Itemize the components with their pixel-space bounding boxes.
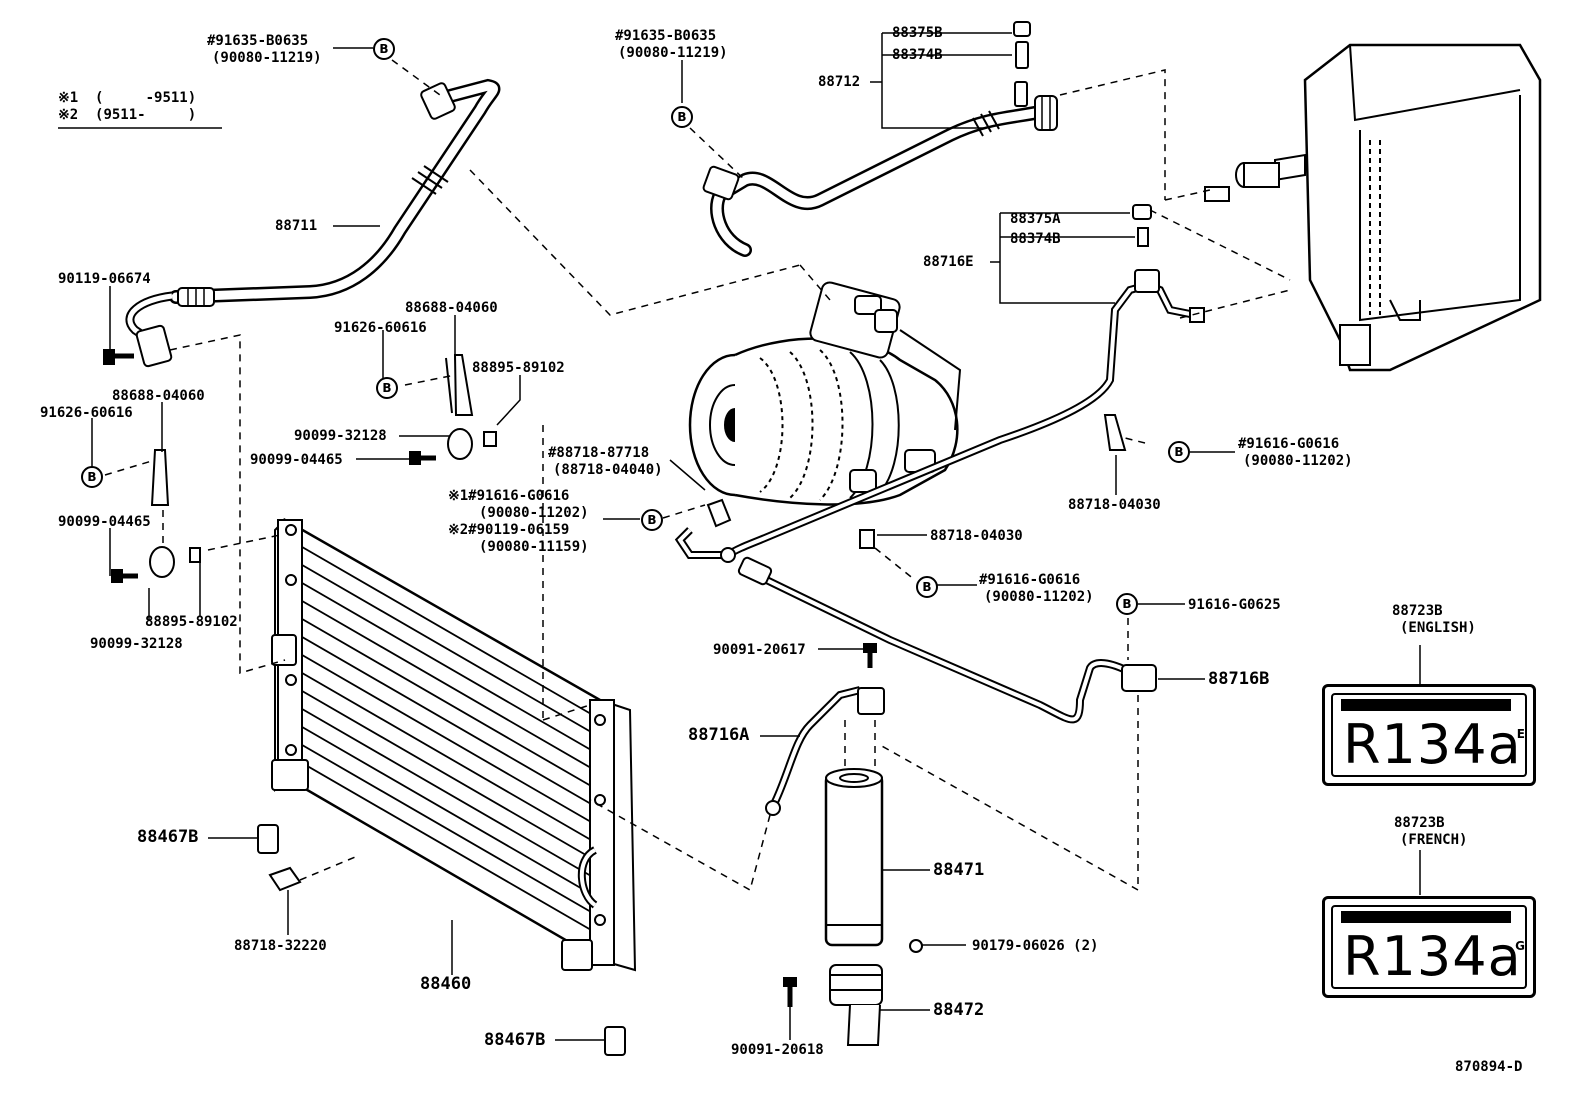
- part-label: 90099-04465: [58, 514, 151, 530]
- part-label: ※1#91616-G0616: [448, 488, 570, 504]
- part-label: 90091-20617: [713, 642, 806, 658]
- pipe-88716A: [765, 686, 885, 816]
- plate-code: R134a: [1343, 713, 1522, 776]
- hose-88711: [103, 78, 501, 368]
- part-label: 88895-89102: [145, 614, 238, 630]
- part-label: 88460: [420, 974, 472, 994]
- part-label: (90080-11219): [212, 50, 322, 66]
- b-marker: B: [1168, 441, 1190, 463]
- pipe-88716E: [674, 204, 1205, 563]
- leader-lines: [91, 32, 1421, 1041]
- part-label: 88467B: [484, 1030, 546, 1050]
- part-label: 91616-G0625: [1188, 597, 1281, 613]
- b-marker: B: [376, 377, 398, 399]
- dashed-lines: [104, 59, 1291, 892]
- part-label: (90080-11159): [479, 539, 589, 555]
- part-label: 88374B: [1010, 231, 1061, 247]
- part-label: 88471: [933, 860, 985, 880]
- label-plate-french: R134a G: [1322, 896, 1536, 998]
- part-label: 88895-89102: [472, 360, 565, 376]
- part-label: #91635-B0635: [207, 33, 309, 49]
- part-label: #91616-G0616: [1238, 436, 1340, 452]
- condenser-88460: [271, 517, 637, 972]
- part-label: 90179-06026 (2): [972, 938, 1099, 954]
- part-label: 91626-60616: [40, 405, 133, 421]
- plate-suffix: E: [1516, 727, 1525, 741]
- part-label: 90099-04465: [250, 452, 343, 468]
- b-marker: B: [671, 106, 693, 128]
- plate-suffix: G: [1515, 939, 1525, 953]
- legend-line-1: ※1 ( -9511): [58, 90, 197, 106]
- part-label: 88688-04060: [405, 300, 498, 316]
- hose-88712: [702, 21, 1058, 257]
- part-label: 88712: [818, 74, 861, 90]
- evaporator-unit: [1204, 43, 1542, 372]
- part-label: (90080-11219): [618, 45, 728, 61]
- b-marker: B: [641, 509, 663, 531]
- part-label: 88718-04030: [930, 528, 1023, 544]
- part-label: 88718-32220: [234, 938, 327, 954]
- part-label: ※2#90119-06159: [448, 522, 570, 538]
- legend-line-2: ※2 (9511- ): [58, 107, 197, 123]
- part-label: (ENGLISH): [1400, 620, 1476, 636]
- part-label: 88375A: [1010, 211, 1061, 227]
- part-label: 90099-32128: [90, 636, 183, 652]
- part-label: 90099-32128: [294, 428, 387, 444]
- part-label: 90091-20618: [731, 1042, 824, 1058]
- b-marker: B: [1116, 593, 1138, 615]
- part-label: (88718-04040): [553, 462, 663, 478]
- small-parts: [111, 354, 1127, 1056]
- part-label: 90119-06674: [58, 271, 151, 287]
- compressor: [688, 281, 962, 506]
- part-label: 88716A: [688, 725, 750, 745]
- part-label: 91626-60616: [334, 320, 427, 336]
- part-label: 88467B: [137, 827, 199, 847]
- part-label: 88374B: [892, 47, 943, 63]
- part-label: #88718-87718: [548, 445, 650, 461]
- part-label: 88472: [933, 1000, 985, 1020]
- part-label: 88716E: [923, 254, 974, 270]
- part-label: 88375B: [892, 25, 943, 41]
- part-label: #91616-G0616: [979, 572, 1081, 588]
- part-label: 88688-04060: [112, 388, 205, 404]
- pipe-88716B: [737, 556, 1157, 724]
- b-marker: B: [916, 576, 938, 598]
- part-label: 88723B: [1392, 603, 1443, 619]
- part-label: 88716B: [1208, 669, 1270, 689]
- part-label: (90080-11202): [1243, 453, 1353, 469]
- part-label: (FRENCH): [1400, 832, 1468, 848]
- b-marker: B: [81, 466, 103, 488]
- part-label: 88711: [275, 218, 318, 234]
- part-label: (90080-11202): [479, 505, 589, 521]
- plate-code: R134a: [1343, 925, 1522, 988]
- b-marker: B: [373, 38, 395, 60]
- receiver-88471: [824, 768, 884, 1046]
- label-plate-english: R134a E: [1322, 684, 1536, 786]
- part-label: 88718-04030: [1068, 497, 1161, 513]
- diagram-id: 870894-D: [1455, 1059, 1523, 1075]
- part-label: 88723B: [1394, 815, 1445, 831]
- part-label: #91635-B0635: [615, 28, 717, 44]
- part-label: (90080-11202): [984, 589, 1094, 605]
